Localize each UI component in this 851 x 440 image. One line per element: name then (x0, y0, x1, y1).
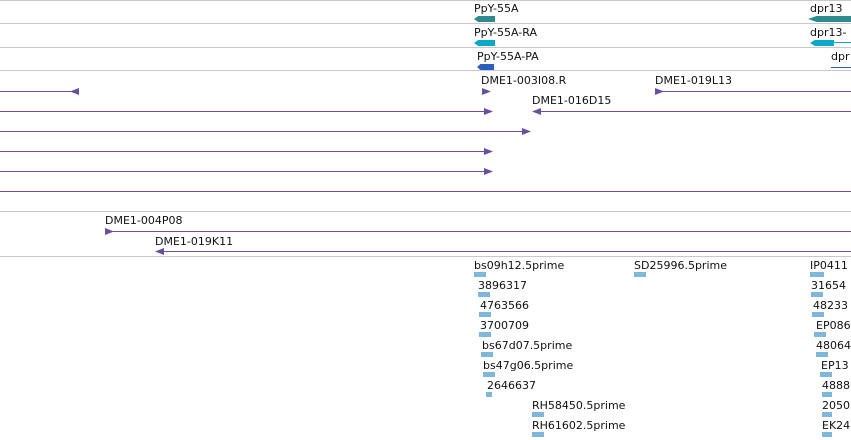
est-feature[interactable] (814, 332, 826, 337)
transcript-feature[interactable] (810, 40, 834, 46)
est-feature[interactable] (816, 352, 828, 357)
track-separator (0, 47, 851, 48)
gene-label: PpY-55A (474, 2, 519, 15)
est-label: EP086 (816, 319, 851, 332)
est-feature[interactable] (478, 292, 490, 297)
est-feature[interactable] (822, 432, 832, 437)
est-label: 4763566 (480, 299, 529, 312)
clone-line (110, 231, 851, 232)
gene-feature[interactable] (808, 16, 851, 22)
clone-arrowhead[interactable] (105, 228, 114, 235)
est-feature[interactable] (634, 272, 646, 277)
track-separator (0, 23, 851, 24)
est-feature[interactable] (822, 392, 832, 397)
est-label: 48233 (813, 299, 848, 312)
est-label: 4888 (822, 379, 850, 392)
clone-label: DME1-019K11 (155, 235, 234, 248)
est-feature[interactable] (479, 332, 491, 337)
est-feature[interactable] (479, 312, 491, 317)
transcript-label: PpY-55A-RA (474, 26, 537, 39)
est-label: bs09h12.5prime (474, 259, 565, 272)
est-label: 3700709 (480, 319, 529, 332)
clone-arrowhead[interactable] (155, 248, 164, 255)
clone-arrowhead[interactable] (482, 88, 491, 95)
clone-arrowhead[interactable] (484, 108, 493, 115)
est-label: 31654 (811, 279, 846, 292)
clone-line (160, 251, 851, 252)
est-feature[interactable] (820, 372, 832, 377)
est-label: 3896317 (478, 279, 527, 292)
clone-line (536, 111, 851, 112)
est-feature[interactable] (486, 392, 492, 397)
clone-line (0, 191, 851, 192)
protein-feature[interactable] (477, 64, 494, 70)
protein-label: dpr (831, 50, 850, 63)
clone-arrowhead[interactable] (70, 88, 79, 95)
est-feature[interactable] (532, 432, 544, 437)
clone-label: DME1-003I08.R (481, 74, 567, 87)
est-feature[interactable] (810, 272, 824, 277)
est-label: EP13 (821, 359, 849, 372)
clone-arrowhead[interactable] (655, 88, 664, 95)
clone-line (0, 151, 492, 152)
track-separator (0, 211, 851, 212)
protein-label: PpY-55A-PA (477, 50, 539, 63)
est-label: IP0411 (810, 259, 848, 272)
est-label: 48064 (816, 339, 851, 352)
est-feature[interactable] (532, 412, 544, 417)
track-separator (0, 0, 851, 1)
est-feature[interactable] (811, 292, 823, 297)
est-label: 2050 (822, 399, 850, 412)
protein-line (831, 67, 851, 68)
clone-line (0, 171, 492, 172)
transcript-intron-line (834, 42, 851, 43)
clone-line (0, 111, 492, 112)
est-label: RH61602.5prime (532, 419, 626, 432)
clone-line (0, 131, 530, 132)
gene-label: dpr13 (810, 2, 843, 15)
clone-label: DME1-004P08 (105, 214, 183, 227)
est-label: 2646637 (487, 379, 536, 392)
clone-label: DME1-016D15 (532, 94, 612, 107)
est-label: bs47g06.5prime (483, 359, 574, 372)
gene-feature[interactable] (474, 16, 495, 22)
clone-arrowhead[interactable] (484, 168, 493, 175)
transcript-feature[interactable] (474, 40, 495, 46)
est-label: RH58450.5prime (532, 399, 626, 412)
clone-line (660, 91, 851, 92)
transcript-label: dpr13- (810, 26, 847, 39)
est-feature[interactable] (822, 412, 832, 417)
clone-arrowhead[interactable] (484, 148, 493, 155)
est-label: SD25996.5prime (634, 259, 727, 272)
track-separator (0, 256, 851, 257)
clone-line (0, 91, 78, 92)
clone-label: DME1-019L13 (655, 74, 732, 87)
est-label: EK24 (822, 419, 851, 432)
est-feature[interactable] (483, 372, 495, 377)
est-feature[interactable] (812, 312, 824, 317)
est-feature[interactable] (474, 272, 486, 277)
track-separator (0, 70, 851, 71)
clone-arrowhead[interactable] (522, 128, 531, 135)
est-label: bs67d07.5prime (482, 339, 573, 352)
est-feature[interactable] (481, 352, 493, 357)
